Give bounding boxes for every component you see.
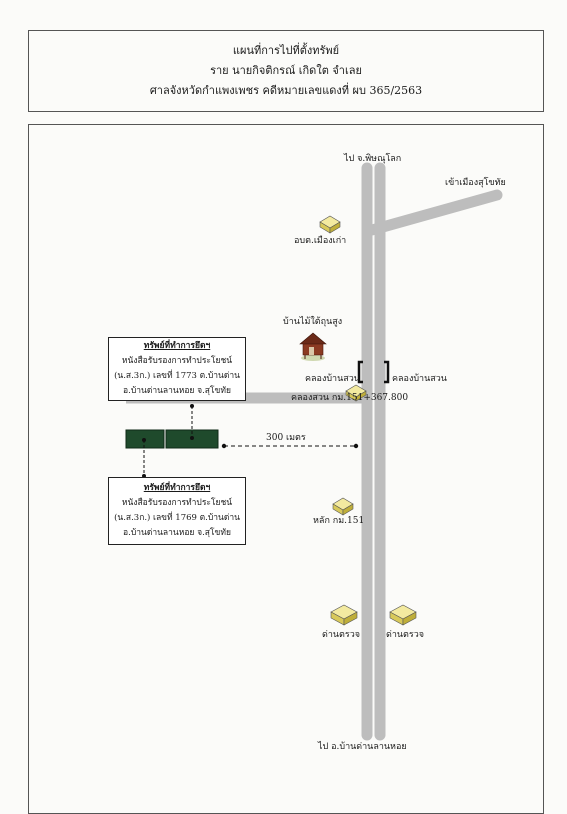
- branch-destination-label: เข้าเมืองสุโขทัย: [445, 178, 506, 188]
- property-1773-line1: หนังสือรับรองการทำประโยชน์: [121, 356, 233, 366]
- wooden-house-icon: [299, 332, 327, 361]
- canal-marker-right: [384, 360, 390, 384]
- checkpoint-left-icon: [330, 604, 358, 626]
- checkpoint-left-label: ด่านตรวจ: [322, 630, 361, 640]
- south-destination-label: ไป อ.บ้านด่านลานหอย: [318, 742, 407, 752]
- court-case-line: ศาลจังหวัดกำแพงเพชร คดีหมายเลขแดงที่ ผบ …: [149, 84, 423, 97]
- building-canal-icon: [345, 384, 367, 402]
- property-box-1773: ทรัพย์ที่ทำการยึดฯ หนังสือรับรองการทำประ…: [108, 337, 246, 401]
- canal-km-label: คลองสวน กม.151+367.800: [291, 393, 409, 403]
- canal-marker-left: [357, 360, 363, 384]
- property-1769-title: ทรัพย์ที่ทำการยึดฯ: [143, 483, 211, 493]
- house-label: บ้านไม้ใต้ถุนสูง: [283, 317, 343, 327]
- distance-start: [221, 443, 227, 449]
- property-1769-line1: หนังสือรับรองการทำประโยชน์: [121, 498, 233, 508]
- owner-line: ราย นายกิจติกรณ์ เกิดใต จำเลย: [210, 64, 362, 77]
- building-obt-icon: [319, 215, 341, 234]
- leader-1769-dot: [142, 438, 146, 442]
- canal-label-left: คลองบ้านสวน: [305, 374, 360, 384]
- property-1769-line3: อ.บ้านด่านลานหอย จ.สุโขทัย: [123, 528, 231, 538]
- property-1769-line2: (น.ส.3ก.) เลขที่ 1769 ต.บ้านด่าน: [114, 513, 240, 523]
- canal-label-right: คลองบ้านสวน: [392, 374, 447, 384]
- north-destination-label: ไป จ.พิษณุโลก: [344, 154, 402, 164]
- property-1773-title: ทรัพย์ที่ทำการยึดฯ: [143, 341, 211, 351]
- property-1773-line2: (น.ส.3ก.) เลขที่ 1773 ต.บ้านด่าน: [114, 371, 240, 381]
- distance-label: 300 เมตร: [266, 433, 306, 443]
- property-box-1769: ทรัพย์ที่ทำการยึดฯ หนังสือรับรองการทำประ…: [108, 477, 246, 545]
- obt-label: อบต.เมืองเก่า: [294, 236, 347, 246]
- leader-1773-dot: [190, 404, 194, 408]
- building-kmpost-icon: [332, 497, 354, 516]
- branch-road: [366, 189, 503, 236]
- map-title: แผนที่การไปที่ตั้งทรัพย์: [232, 44, 340, 57]
- km-post-label: หลัก กม.151: [313, 516, 365, 526]
- leader-1773-end: [190, 436, 194, 440]
- property-1773-line3: อ.บ้านด่านลานหอย จ.สุโขทัย: [123, 386, 231, 396]
- checkpoint-right-icon: [389, 604, 417, 626]
- map-header: แผนที่การไปที่ตั้งทรัพย์ ราย นายกิจติกรณ…: [28, 30, 544, 112]
- checkpoint-right-label: ด่านตรวจ: [386, 630, 425, 640]
- distance-end: [353, 443, 359, 449]
